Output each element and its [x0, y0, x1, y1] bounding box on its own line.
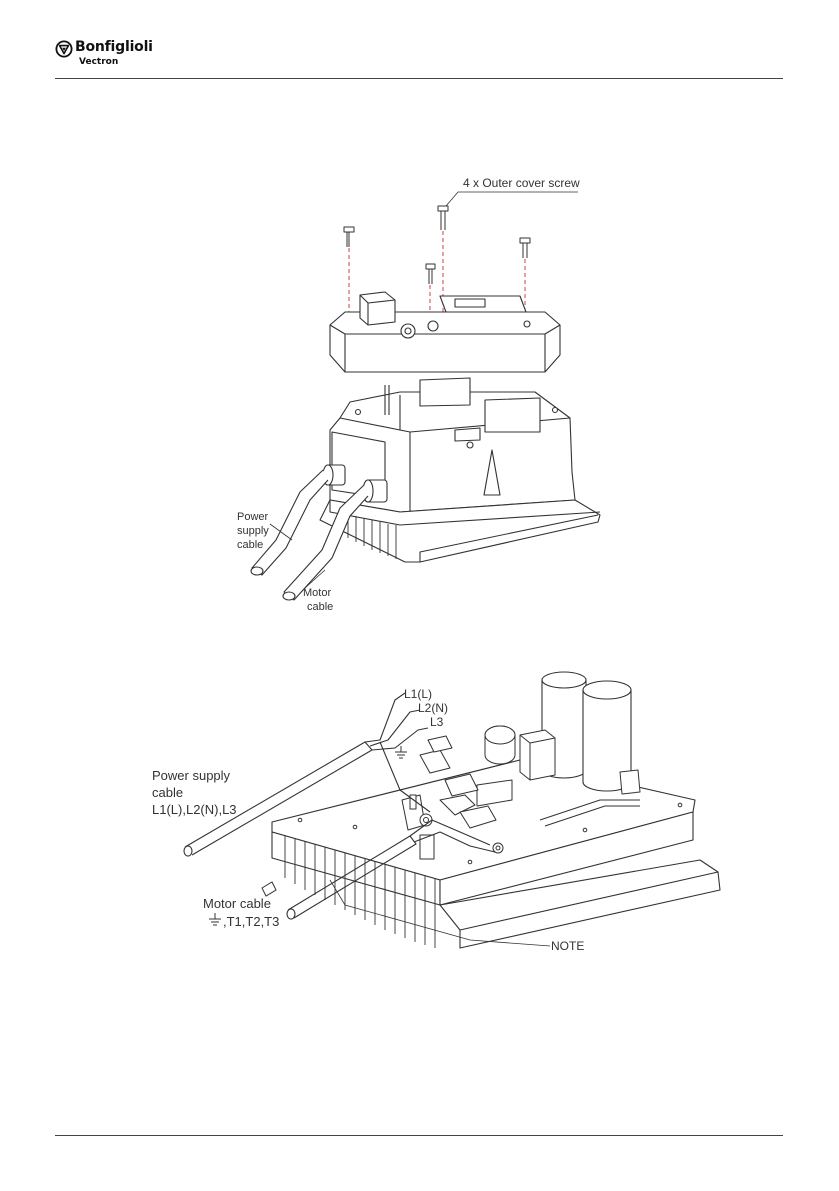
label-note: NOTE	[551, 939, 584, 953]
figure-cover-removal: 4 x Outer cover screw Power supply cable…	[0, 165, 839, 625]
label-power-supply-3: L1(L),L2(N),L3	[152, 802, 237, 817]
label-l1: L1(L)	[404, 687, 432, 701]
label-power-supply-1: Power supply	[152, 768, 231, 783]
brand-subtitle: Vectron	[79, 57, 118, 67]
label-power-supply-2: cable	[152, 785, 183, 800]
footer-rule	[55, 1135, 783, 1136]
label-power-cable-2: supply	[237, 525, 269, 537]
screw-icon	[344, 227, 354, 247]
ground-icon	[395, 746, 407, 758]
label-outer-cover-screw: 4 x Outer cover screw	[463, 176, 580, 190]
bonfiglioli-logo-icon	[55, 40, 73, 58]
drive-housing	[320, 378, 600, 562]
label-motor-cable-2: ,T1,T2,T3	[223, 914, 279, 929]
page-header: Bonfiglioli Vectron	[55, 38, 783, 79]
label-motor-cable-2: cable	[307, 601, 333, 613]
label-motor-cable-1: Motor	[303, 587, 331, 599]
brand-name: Bonfiglioli	[75, 39, 153, 55]
figure-cable-connection: L1(L) L2(N) L3 Power supply cable L1(L),…	[0, 660, 839, 980]
label-motor-cable-1: Motor cable	[203, 896, 271, 911]
screw-icon	[426, 264, 435, 284]
label-power-cable-1: Power	[237, 511, 269, 523]
label-l2: L2(N)	[418, 701, 448, 715]
screw-icon	[520, 238, 530, 258]
label-l3: L3	[430, 715, 444, 729]
screw-icon	[438, 206, 448, 230]
label-power-cable-3: cable	[237, 539, 263, 551]
ground-icon	[209, 913, 221, 925]
